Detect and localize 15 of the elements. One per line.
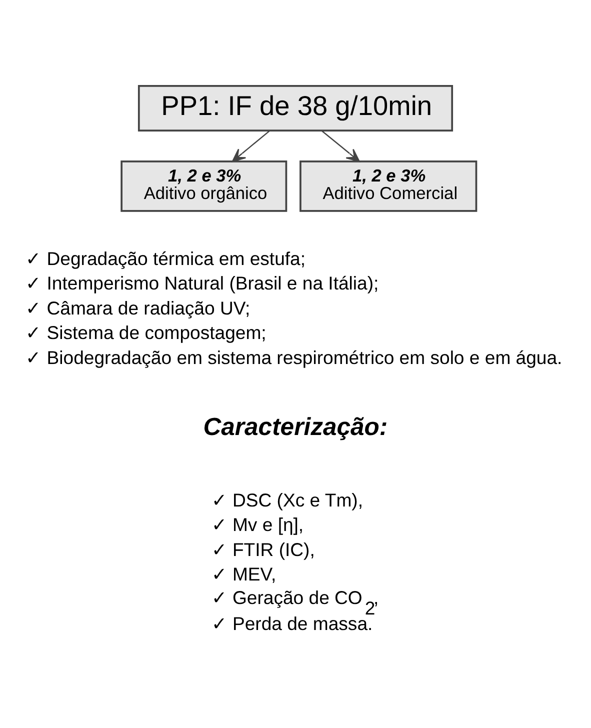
label: ✓ Câmara de radiação UV; xyxy=(26,296,250,318)
label: ✓ Biodegradação em sistema respirométrico em solo e em água. xyxy=(26,346,562,368)
node-box: 1, 2 e 3% Aditivo Comercial xyxy=(300,160,478,212)
label: ✓ Sistema de compostagem; xyxy=(26,322,266,343)
label: ✓ Degradação térmica em estufa; xyxy=(26,247,306,268)
arrow xyxy=(232,130,270,162)
node-box: PP1: IF de 38 g/10min xyxy=(138,84,454,131)
label: ✓ Intemperismo Natural (Brasil e na Itália); xyxy=(26,272,379,294)
label: ✓ DSC (Xc e Tm), xyxy=(211,488,364,510)
label: ✓ MEV, xyxy=(211,563,276,584)
label: ✓ FTIR (IC), xyxy=(211,538,315,560)
arrow xyxy=(321,130,360,162)
node-box: 1, 2 e 3% Aditivo orgânico xyxy=(120,160,288,212)
label: Caracterização: xyxy=(203,414,388,441)
label: ✓ Mv e [η], xyxy=(211,514,304,535)
